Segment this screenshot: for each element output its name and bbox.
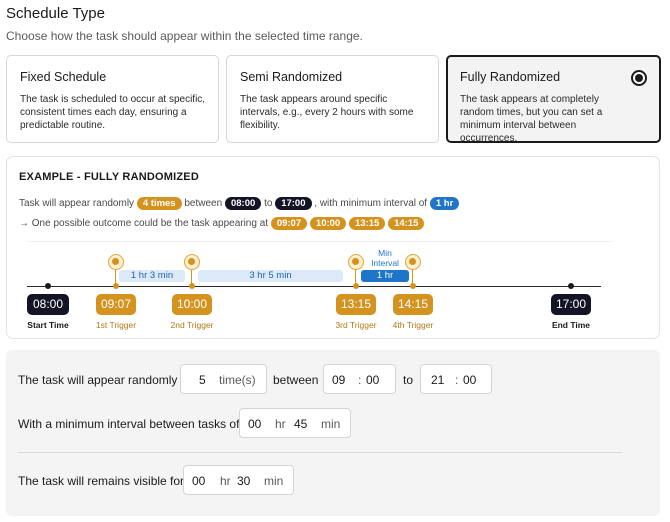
settings-panel: The task will appear randomly 5 time(s) … (6, 350, 660, 516)
card-title: Fixed Schedule (20, 70, 107, 84)
trigger-label: 2nd Trigger (170, 320, 214, 330)
trigger-time-box: 10:00 (172, 294, 212, 315)
end-minute: 00 (463, 373, 477, 387)
outcome-time-pill: 13:15 (349, 217, 386, 230)
start-time-box: 08:00 (27, 294, 69, 315)
card-fully-randomized[interactable]: Fully Randomized The task appears at com… (446, 55, 661, 144)
end-time-pill: 17:00 (275, 197, 312, 210)
start-hour: 09 (332, 373, 346, 387)
trigger-target-icon (108, 254, 124, 270)
trigger-target-icon (184, 254, 200, 270)
time-separator: : (455, 373, 459, 387)
count-value: 5 (199, 373, 206, 387)
start-time-label: Start Time (27, 320, 69, 330)
timeline-top-divider (27, 241, 613, 242)
start-marker-icon (45, 283, 51, 289)
trigger-time-box: 09:07 (96, 294, 136, 315)
end-time-input[interactable]: 21 : 00 (420, 364, 492, 394)
example-text: Task will appear randomly (19, 198, 135, 209)
card-description: The task appears around specific interva… (240, 94, 414, 131)
trigger-label: 3rd Trigger (335, 320, 377, 330)
to-label: to (403, 373, 414, 387)
between-label: between (273, 373, 319, 387)
visible-duration-input[interactable]: 00 hr 30 min (183, 465, 294, 495)
hr-unit: hr (220, 474, 231, 488)
start-minute: 00 (366, 373, 380, 387)
trigger-marker-icon (113, 283, 119, 289)
trigger-marker-icon (353, 283, 359, 289)
trigger-stem (412, 270, 413, 286)
trigger-stem (191, 270, 192, 286)
gap-bar: 1 hr 3 min (119, 270, 185, 282)
card-title: Fully Randomized (460, 70, 561, 84)
page-title: Schedule Type (6, 5, 105, 22)
trigger-time-box: 13:15 (336, 294, 376, 315)
example-text: → One possible outcome could be the task… (19, 218, 269, 229)
example-panel: EXAMPLE - FULLY RANDOMIZED Task will app… (6, 156, 660, 339)
timeline-axis (27, 286, 601, 287)
settings-divider (18, 452, 622, 453)
count-unit: time(s) (219, 373, 256, 387)
interval-pill: 1 hr (429, 197, 460, 210)
end-marker-icon (568, 283, 574, 289)
min-interval-bar: 1 hr (361, 270, 409, 282)
outcome-time-pill: 10:00 (309, 217, 347, 230)
min-interval-label-line: Min (378, 248, 392, 258)
trigger-label: 1st Trigger (95, 320, 137, 330)
example-text: to (264, 198, 273, 209)
trigger-target-icon (348, 254, 364, 270)
min-interval-label-line: Interval (371, 258, 399, 268)
example-line-2: → One possible outcome could be the task… (19, 217, 425, 230)
example-text: , with minimum interval of (314, 198, 428, 209)
start-time-pill: 08:00 (224, 197, 262, 210)
trigger-marker-icon (410, 283, 416, 289)
time-separator: : (358, 373, 362, 387)
card-title: Semi Randomized (240, 70, 343, 84)
trigger-label: 4th Trigger (392, 320, 434, 330)
count-pill: 4 times (136, 197, 182, 210)
trigger-stem (115, 270, 116, 286)
visible-duration-label: The task will remains visible for (18, 474, 185, 488)
example-title: EXAMPLE - FULLY RANDOMIZED (19, 171, 199, 183)
gap-bar: 3 hr 5 min (198, 270, 343, 282)
appear-randomly-label: The task will appear randomly (18, 373, 178, 387)
count-input[interactable]: 5 time(s) (180, 364, 267, 394)
card-fixed-schedule[interactable]: Fixed Schedule The task is scheduled to … (6, 55, 219, 143)
card-semi-randomized[interactable]: Semi Randomized The task appears around … (226, 55, 439, 143)
min-unit: min (321, 417, 341, 431)
card-description: The task is scheduled to occur at specif… (20, 94, 206, 131)
visible-hours: 00 (192, 474, 206, 488)
page-subtitle: Choose how the task should appear within… (6, 29, 363, 43)
example-line-1: Task will appear randomly 4 times betwee… (19, 197, 460, 210)
card-description: The task appears at completely random ti… (460, 94, 603, 144)
outcome-time-pill: 14:15 (388, 217, 425, 230)
trigger-target-icon (405, 254, 421, 270)
start-time-input[interactable]: 09 : 00 (323, 364, 396, 394)
hr-unit: hr (275, 417, 286, 431)
min-interval-label: Min Interval (365, 248, 405, 268)
end-hour: 21 (431, 373, 445, 387)
visible-minutes: 30 (237, 474, 251, 488)
interval-minutes: 45 (294, 417, 308, 431)
example-text: between (184, 198, 223, 209)
min-interval-setting-label: With a minimum interval between tasks of (18, 417, 240, 431)
min-interval-input[interactable]: 00 hr 45 min (239, 408, 351, 438)
trigger-marker-icon (189, 283, 195, 289)
outcome-time-pill: 09:07 (270, 217, 308, 230)
trigger-stem (355, 270, 356, 286)
end-time-label: End Time (551, 320, 591, 330)
trigger-time-box: 14:15 (393, 294, 433, 315)
end-time-box: 17:00 (551, 294, 591, 315)
interval-hours: 00 (248, 417, 262, 431)
radio-selected-icon[interactable] (631, 70, 647, 86)
min-unit: min (264, 474, 284, 488)
